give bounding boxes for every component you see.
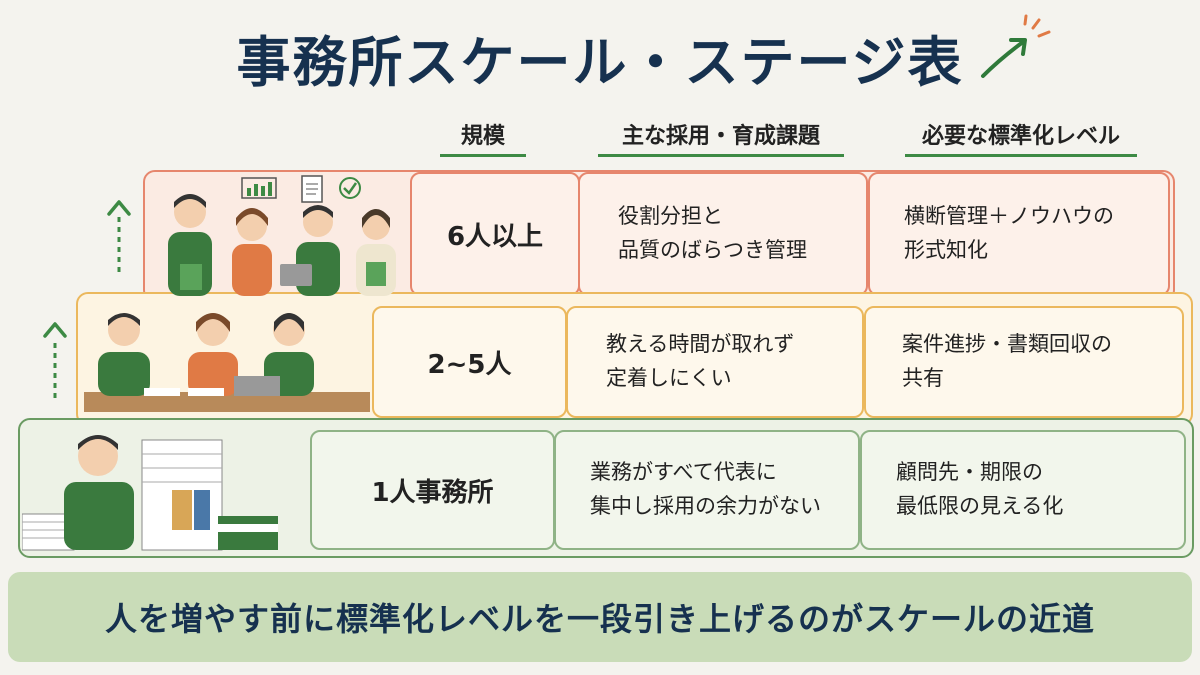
tier-medium-challenge: 教える時間が取れず 定着しにくい xyxy=(606,332,795,390)
tier-large-standardization-cell: 横断管理＋ノウハウの 形式知化 xyxy=(868,172,1170,296)
tier-medium-size-cell: 2~5人 xyxy=(372,306,567,418)
team-large-illustration xyxy=(168,175,396,296)
tier-small-size: 1人事務所 xyxy=(371,477,494,508)
sparkle-arrow-icon xyxy=(981,14,1051,78)
tier-large-challenge: 役割分担と 品質のばらつき管理 xyxy=(618,204,807,262)
document-icon xyxy=(301,175,323,203)
tier-small-size-cell: 1人事務所 xyxy=(310,430,555,550)
tier-medium-size: 2~5人 xyxy=(427,349,512,380)
tier-small-challenge-cell: 業務がすべて代表に 集中し採用の余力がない xyxy=(554,430,860,550)
page-title: 事務所スケール・ステージ表 xyxy=(236,31,964,94)
tier-medium-challenge-cell: 教える時間が取れず 定着しにくい xyxy=(566,306,864,418)
check-icon xyxy=(339,177,361,199)
footer-message: 人を増やす前に標準化レベルを一段引き上げるのがスケールの近道 xyxy=(8,572,1192,662)
tier-large-challenge-cell: 役割分担と 品質のばらつき管理 xyxy=(578,172,868,296)
column-header-scale: 規模 xyxy=(440,118,526,157)
column-header-challenge: 主な採用・育成課題 xyxy=(598,118,844,157)
team-medium-illustration xyxy=(84,313,370,412)
tier-small-challenge: 業務がすべて代表に 集中し採用の余力がない xyxy=(590,460,821,518)
tier-medium-standardization: 案件進捗・書類回収の 共有 xyxy=(902,332,1112,390)
up-arrow-icon xyxy=(43,322,67,398)
tier-small-standardization-cell: 顧問先・期限の 最低限の見える化 xyxy=(860,430,1186,550)
chart-icon xyxy=(241,177,277,199)
column-header-standardization: 必要な標準化レベル xyxy=(905,118,1137,157)
tier-medium-standardization-cell: 案件進捗・書類回収の 共有 xyxy=(864,306,1184,418)
solo-office-illustration xyxy=(22,435,278,551)
up-arrow-icon xyxy=(107,200,131,272)
tier-large-size-cell: 6人以上 xyxy=(410,172,580,296)
tier-small-standardization: 顧問先・期限の 最低限の見える化 xyxy=(896,460,1064,518)
tier-large-standardization: 横断管理＋ノウハウの 形式知化 xyxy=(904,204,1114,262)
tier-large-size: 6人以上 xyxy=(446,221,544,252)
